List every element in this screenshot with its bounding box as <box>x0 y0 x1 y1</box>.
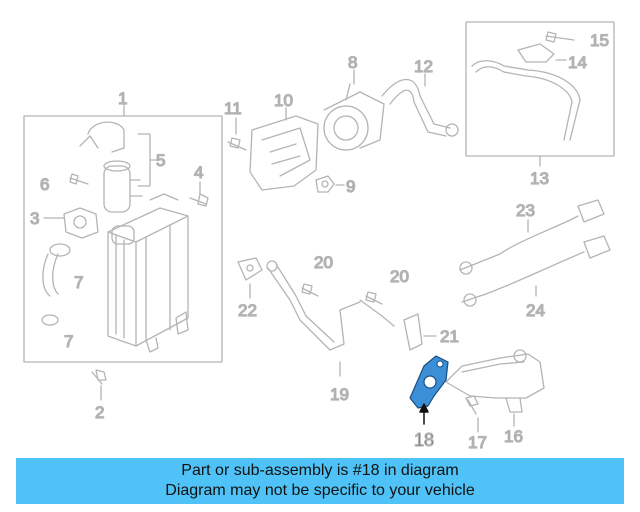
label-part-7a: 7 <box>74 273 83 292</box>
label-part-21: 21 <box>440 327 459 346</box>
nut-9 <box>315 175 335 193</box>
label-part-20b: 20 <box>390 267 409 286</box>
bolt-11 <box>227 137 247 151</box>
sensor-3 <box>43 207 99 239</box>
bracket-5 <box>137 133 157 187</box>
bracket-21 <box>403 313 423 351</box>
label-part-6: 6 <box>40 175 49 194</box>
label-part-22: 22 <box>238 301 257 320</box>
hose-7a <box>42 243 71 297</box>
label-part-12: 12 <box>414 57 433 76</box>
arrow-18 <box>419 403 429 425</box>
banner-line-1: Part or sub-assembly is #18 in diagram <box>181 462 459 479</box>
label-part-13: 13 <box>530 169 549 188</box>
label-part-23: 23 <box>516 201 535 220</box>
pipe-19 <box>266 260 395 351</box>
info-banner: Part or sub-assembly is #18 in diagram D… <box>16 458 624 504</box>
bracket-22 <box>237 257 263 281</box>
label-part-20a: 20 <box>314 253 333 272</box>
group-box-1 <box>23 115 223 363</box>
clamp-7b <box>41 314 59 326</box>
label-part-10: 10 <box>274 91 293 110</box>
bolt-6 <box>69 173 89 185</box>
hose-12 <box>381 79 459 137</box>
label-part-1: 1 <box>118 89 127 108</box>
bolt-17 <box>465 395 479 415</box>
exploded-parts-diagram: 1 2 3 4 5 6 7 7 8 9 10 11 12 13 14 15 16… <box>23 21 615 453</box>
bolt-15 <box>545 31 575 43</box>
label-part-18: 18 <box>414 430 434 450</box>
label-part-14: 14 <box>568 53 587 72</box>
bracket-10 <box>249 115 319 191</box>
exhaust-part-16 <box>445 349 545 413</box>
purge-valve <box>79 121 143 213</box>
label-part-11: 11 <box>224 99 242 118</box>
bolt-20a <box>301 283 319 297</box>
label-part-7b: 7 <box>64 332 73 351</box>
oxygen-sensor-23 <box>459 199 605 275</box>
label-part-24: 24 <box>526 301 545 320</box>
label-part-19: 19 <box>330 385 349 404</box>
oxygen-sensor-24 <box>461 235 611 307</box>
label-part-17: 17 <box>468 433 487 452</box>
bolt-2 <box>91 369 107 385</box>
banner-line-2: Diagram may not be specific to your vehi… <box>165 482 475 499</box>
label-part-8: 8 <box>348 53 357 72</box>
label-part-2: 2 <box>95 403 104 422</box>
bracket-18-highlighted[interactable] <box>409 355 449 409</box>
evap-canister <box>107 193 189 353</box>
label-part-9: 9 <box>346 177 355 196</box>
bolt-20b <box>365 291 383 305</box>
label-part-3: 3 <box>30 209 39 228</box>
pump-8 <box>323 83 385 151</box>
label-part-15: 15 <box>590 31 609 50</box>
label-part-5: 5 <box>156 151 165 170</box>
hose-14 <box>471 43 581 141</box>
label-part-4: 4 <box>194 163 203 182</box>
bolt-4 <box>189 193 209 207</box>
label-part-16: 16 <box>504 427 523 446</box>
